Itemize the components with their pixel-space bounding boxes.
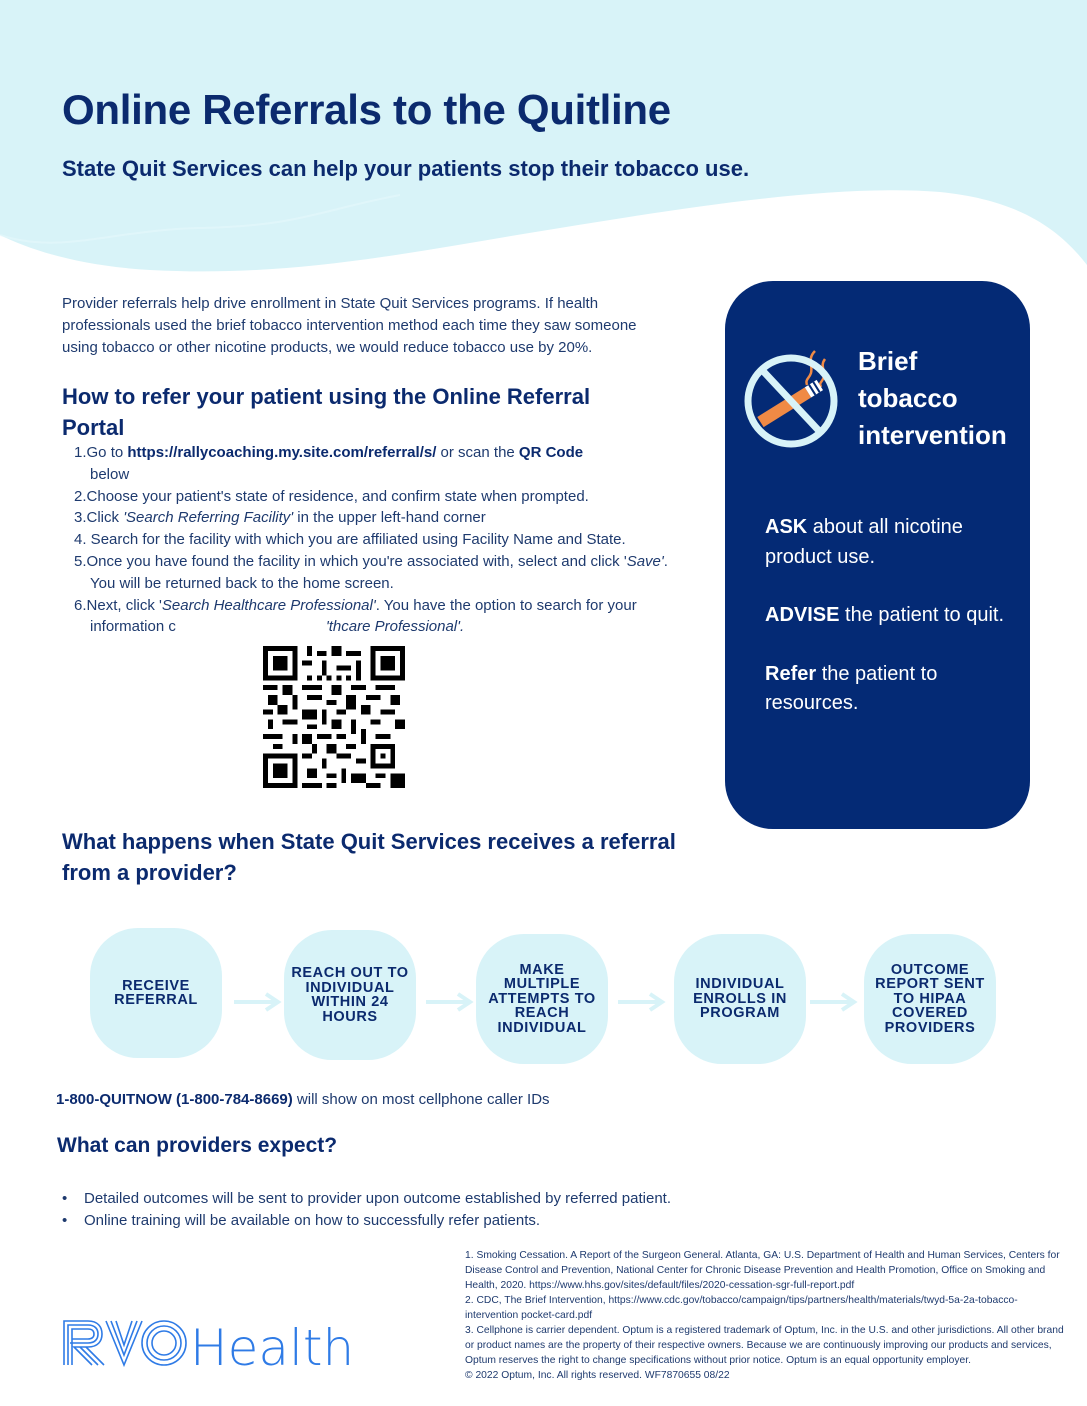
references: 1. Smoking Cessation. A Report of the Su…: [465, 1248, 1065, 1383]
page-title: Online Referrals to the Quitline: [62, 86, 671, 133]
card-title: Brief tobacco intervention: [858, 346, 1007, 450]
svg-text:Health: Health: [190, 1319, 352, 1369]
how-to-heading: How to refer your patient using the Onli…: [62, 384, 591, 440]
intro-paragraph: Provider referrals help drive enrollment…: [62, 295, 637, 356]
ask-item: ASK about all nicotine product use.: [765, 516, 963, 568]
referral-process-flow: RECEIVE REFERRAL REACH OUT TO INDIVIDUAL…: [90, 928, 1010, 1068]
step-3: 3.Click 'Search Referring Facility' in t…: [74, 509, 486, 527]
card-body: ASK about all nicotine product use. ADVI…: [765, 513, 1015, 748]
arrow-right-icon: [426, 992, 474, 1012]
reference-3: 3. Cellphone is carrier dependent. Optum…: [465, 1325, 1064, 1366]
arrow-right-icon: [618, 992, 666, 1012]
no-smoking-icon: [744, 350, 838, 448]
process-heading: What happens when State Quit Services re…: [62, 829, 676, 885]
process-step-outcome-report: OUTCOME REPORT SENT TO HIPAA COVERED PRO…: [864, 934, 996, 1064]
list-item: Online training will be available on how…: [62, 1210, 671, 1232]
copyright: © 2022 Optum, Inc. All rights reserved. …: [465, 1370, 730, 1381]
step-6: 6.Next, click 'Search Healthcare Profess…: [74, 596, 637, 636]
quitline-phone-note: 1-800-QUITNOW (1-800-784-8669) will show…: [56, 1091, 550, 1108]
advise-item: ADVISE the patient to quit.: [765, 604, 1005, 626]
reference-2: 2. CDC, The Brief Intervention, https://…: [465, 1295, 1018, 1321]
brief-intervention-card: Brief tobacco intervention ASK about all…: [725, 281, 1030, 829]
portal-link[interactable]: https://rallycoaching.my.site.com/referr…: [127, 444, 437, 461]
quitline-phone-number[interactable]: 1-800-QUITNOW (1-800-784-8669): [56, 1091, 293, 1108]
list-item: Detailed outcomes will be sent to provid…: [62, 1188, 671, 1210]
step-1: 1.Go to https://rallycoaching.my.site.co…: [74, 444, 584, 483]
step-5: 5.Once you have found the facility in wh…: [74, 552, 668, 592]
qr-code-icon[interactable]: [263, 646, 405, 788]
rvo-health-logo: Health: [63, 1319, 352, 1369]
refer-item: Refer the patient to resources.: [765, 662, 938, 715]
expect-heading: What can providers expect?: [57, 1134, 338, 1157]
step-2: 2.Choose your patient's state of residen…: [74, 487, 589, 505]
expect-list: Detailed outcomes will be sent to provid…: [62, 1188, 671, 1231]
process-step-multiple-attempts: MAKE MULTIPLE ATTEMPTS TO REACH INDIVIDU…: [476, 934, 608, 1064]
arrow-right-icon: [234, 992, 282, 1012]
process-step-enrolls: INDIVIDUAL ENROLLS IN PROGRAM: [674, 934, 806, 1064]
process-step-receive-referral: RECEIVE REFERRAL: [90, 928, 222, 1058]
step-4: 4. Search for the facility with which yo…: [74, 531, 626, 549]
referral-steps-list: 1.Go to https://rallycoaching.my.site.co…: [74, 442, 694, 638]
header-wave-background: [0, 0, 1087, 272]
page-subtitle: State Quit Services can help your patien…: [62, 156, 750, 181]
process-step-reach-out: REACH OUT TO INDIVIDUAL WITHIN 24 HOURS: [284, 930, 416, 1060]
arrow-right-icon: [810, 992, 858, 1012]
reference-1: 1. Smoking Cessation. A Report of the Su…: [465, 1250, 1060, 1291]
